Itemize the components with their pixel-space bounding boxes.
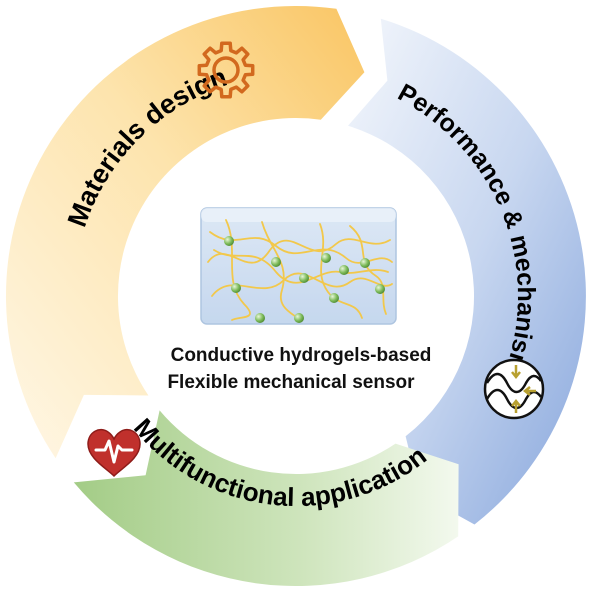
hydrogel-particle xyxy=(321,253,331,263)
heart-pulse-icon xyxy=(87,428,141,478)
hydrogel-particle xyxy=(329,293,339,303)
hydrogel-fiber xyxy=(349,225,387,315)
hydrogel-particle xyxy=(271,257,281,267)
hydrogel-particle xyxy=(339,265,349,275)
hydrogel-particle xyxy=(299,273,309,283)
gear-icon xyxy=(197,41,255,99)
hydrogel-network-illustration xyxy=(200,207,397,325)
hydrogel-fiber xyxy=(261,221,301,321)
hydrogel-particle xyxy=(360,258,370,268)
hydrogel-particle xyxy=(375,284,385,294)
hydrogel-particle xyxy=(294,313,304,323)
center-title-line1: Conductive hydrogels-based xyxy=(171,345,432,366)
hydrogel-fiber xyxy=(319,223,363,319)
segment-multifunctional-application xyxy=(73,410,459,587)
segment-materials-design xyxy=(5,5,365,459)
center-title-line2: Flexible mechanical sensor xyxy=(167,372,415,393)
wave-mechanism-icon xyxy=(483,358,545,420)
hydrogel-fiber xyxy=(207,238,391,264)
hydrogel-particle xyxy=(231,283,241,293)
hydrogel-particle xyxy=(224,236,234,246)
hydrogel-particle xyxy=(255,313,265,323)
